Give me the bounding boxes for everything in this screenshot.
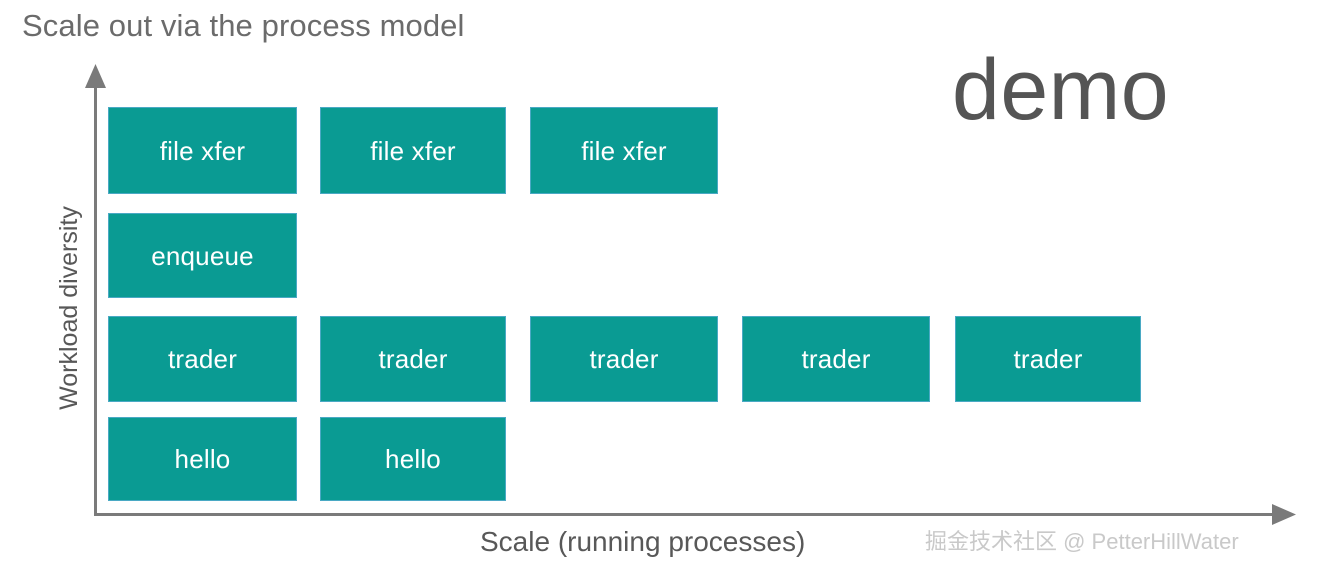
- process-box: trader: [530, 316, 718, 402]
- x-axis-label: Scale (running processes): [480, 526, 806, 557]
- process-box: file xfer: [320, 107, 506, 194]
- process-box: hello: [320, 417, 506, 501]
- process-box: hello: [108, 417, 297, 501]
- process-box: trader: [955, 316, 1141, 402]
- process-box: trader: [108, 316, 297, 402]
- demo-label: demo: [952, 42, 1170, 138]
- page-title: Scale out via the process model: [22, 8, 465, 43]
- process-box: file xfer: [108, 107, 297, 194]
- process-box: enqueue: [108, 213, 297, 298]
- process-box: trader: [742, 316, 930, 402]
- process-box: file xfer: [530, 107, 718, 194]
- watermark: 掘金技术社区 @ PetterHillWater: [925, 529, 1239, 554]
- process-box: trader: [320, 316, 506, 402]
